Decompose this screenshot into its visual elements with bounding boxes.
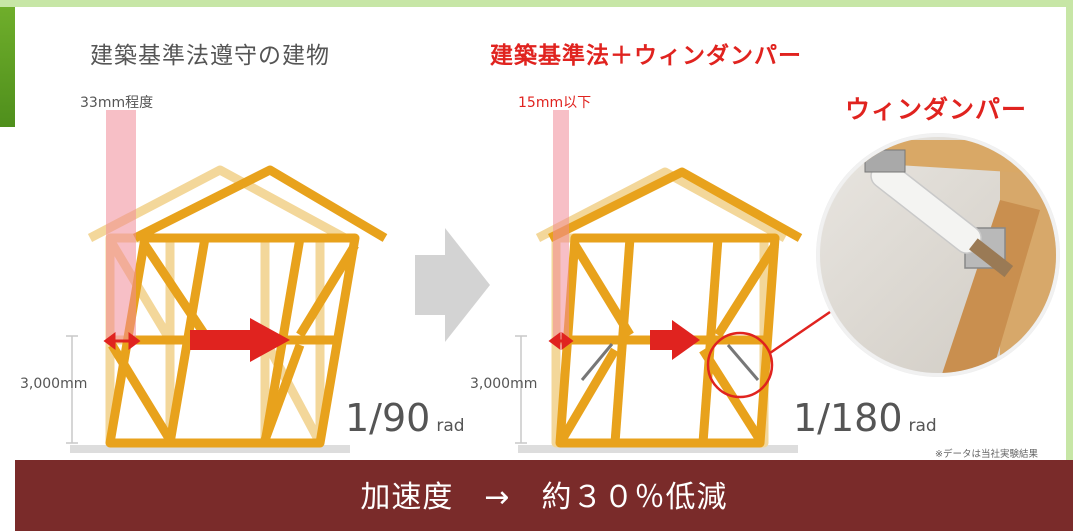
right-offset-bar xyxy=(553,110,569,342)
left-height-dimension xyxy=(66,335,78,444)
right-title: 建築基準法＋ウィンダンパー xyxy=(490,43,802,69)
result-banner: 加速度 → 約３０％低減 xyxy=(15,460,1073,531)
damper-photo-label: ウィンダンパー xyxy=(845,95,1028,124)
left-offset-bar xyxy=(106,110,136,342)
left-title: 建築基準法遵守の建物 xyxy=(90,43,330,69)
right-drift-unit: rad xyxy=(908,416,937,436)
right-ground xyxy=(518,445,798,453)
right-building xyxy=(515,110,831,453)
right-force-arrow xyxy=(650,320,700,360)
damper-devices xyxy=(580,343,760,381)
left-force-arrow xyxy=(190,318,290,362)
right-height-label: 3,000mm xyxy=(470,376,538,392)
right-height-dimension xyxy=(515,335,527,444)
damper-leader-line xyxy=(769,310,831,355)
result-banner-text: 加速度 → 約３０％低減 xyxy=(360,480,728,515)
damper-photo xyxy=(816,133,1060,377)
left-offset-arrow xyxy=(103,332,141,350)
left-height-label: 3,000mm xyxy=(20,376,88,392)
damper-highlight-circle xyxy=(706,331,774,399)
top-frame-border xyxy=(0,0,1073,7)
left-drift-value: 1/90 xyxy=(345,396,431,440)
left-ground xyxy=(70,445,350,453)
left-drift-unit: rad xyxy=(436,416,465,436)
right-deformed-frame xyxy=(547,167,803,448)
side-tab xyxy=(0,7,15,127)
transition-arrow xyxy=(415,228,490,342)
right-offset-label: 15mm以下 xyxy=(518,95,592,111)
left-offset-label: 33mm程度 xyxy=(80,95,154,111)
left-building xyxy=(66,110,388,453)
footnote: ※データは当社実験結果 xyxy=(935,449,1038,460)
right-offset-arrow xyxy=(548,332,574,350)
right-drift-value: 1/180 xyxy=(793,396,903,440)
right-frame-border xyxy=(1066,0,1073,531)
